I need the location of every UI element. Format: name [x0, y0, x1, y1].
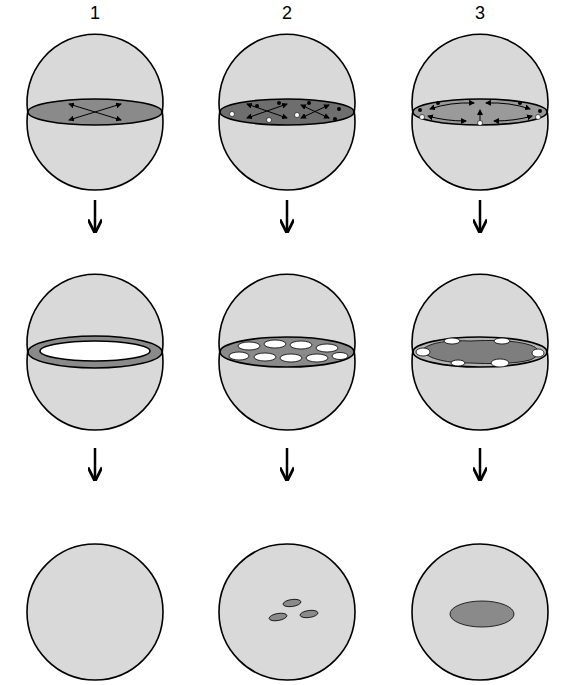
docked-vesicles [478, 121, 483, 126]
fusing-vesicles [27, 274, 163, 430]
docked-vesicles [247, 104, 287, 118]
docked-vesicles [277, 101, 281, 105]
step-arrow [95, 200, 480, 232]
fusing-vesicles [28, 336, 162, 368]
docked-vesicles [412, 34, 548, 190]
fusing-vesicles [416, 338, 544, 367]
docked-vesicles [486, 103, 530, 109]
docked-vesicles [230, 112, 235, 117]
fusing-vesicles [444, 338, 460, 344]
fused-vesicle [283, 598, 302, 607]
docked-vesicles [301, 105, 329, 118]
docked-vesicles [301, 105, 329, 118]
fusing-vesicles [422, 340, 538, 363]
fusing-vesicles [412, 274, 548, 430]
step-arrow [286, 448, 289, 480]
fused-vesicle [269, 598, 319, 622]
docked-vesicles [333, 117, 337, 121]
fused-vesicle [412, 544, 548, 680]
docked-vesicles [219, 34, 355, 190]
step-arrow [286, 200, 289, 232]
docked-vesicles [307, 101, 311, 105]
panel-number: 1 [90, 4, 100, 22]
fusing-vesicles [494, 338, 510, 344]
docked-vesicles [267, 118, 272, 123]
step-arrow [95, 448, 480, 480]
docked-vesicles [418, 108, 422, 112]
step-arrow [479, 200, 482, 232]
fusing-vesicles [416, 348, 430, 356]
fusing-vesicles [290, 341, 312, 349]
fused-vesicle [219, 544, 355, 680]
fusing-vesicles [219, 274, 355, 430]
fusing-vesicles [229, 352, 249, 360]
fused-vesicle [27, 544, 163, 680]
docked-vesicles [494, 116, 532, 121]
docked-vesicles [436, 101, 440, 105]
fused-vesicle [450, 601, 514, 627]
fusing-vesicles [532, 349, 544, 357]
docked-vesicles [255, 104, 259, 108]
fused-vesicle [300, 609, 319, 618]
fusing-vesicles [229, 340, 348, 362]
fusing-vesicles [220, 337, 354, 367]
fused-vesicle [27, 544, 163, 680]
docked-vesicles [420, 115, 425, 120]
fusing-vesicles [238, 342, 260, 350]
fusing-vesicles [40, 341, 150, 361]
fusing-vesicles [306, 354, 328, 362]
fusing-vesicles [316, 344, 338, 352]
panel-number: 3 [475, 4, 485, 22]
step-arrow [94, 200, 97, 232]
step-arrow [479, 448, 482, 480]
panel-number: 2 [282, 4, 292, 22]
docked-vesicles [220, 99, 354, 125]
fusing-vesicles [254, 353, 276, 361]
docked-vesicles [536, 115, 541, 120]
fusing-vesicles [451, 360, 465, 366]
docked-vesicles [295, 113, 300, 118]
step-arrow [94, 448, 97, 480]
docked-vesicles [247, 104, 287, 118]
docked-vesicles [28, 99, 162, 125]
fusing-vesicles [280, 354, 302, 362]
docked-vesicles [69, 104, 121, 120]
fusing-vesicles [413, 337, 547, 367]
docked-vesicles [413, 99, 547, 125]
fusing-vesicles [264, 340, 286, 348]
docked-vesicles [69, 104, 121, 120]
docked-vesicles [337, 107, 341, 111]
docked-vesicles [27, 34, 163, 190]
fused-vesicle [219, 544, 355, 680]
fusing-vesicles [491, 359, 509, 367]
docked-vesicles [538, 109, 542, 113]
docked-vesicles [518, 101, 522, 105]
fusing-vesicles [332, 353, 348, 360]
fused-vesicle [269, 612, 288, 622]
docked-vesicles [480, 110, 481, 121]
docked-vesicles [428, 116, 466, 121]
fused-vesicle [412, 544, 548, 680]
